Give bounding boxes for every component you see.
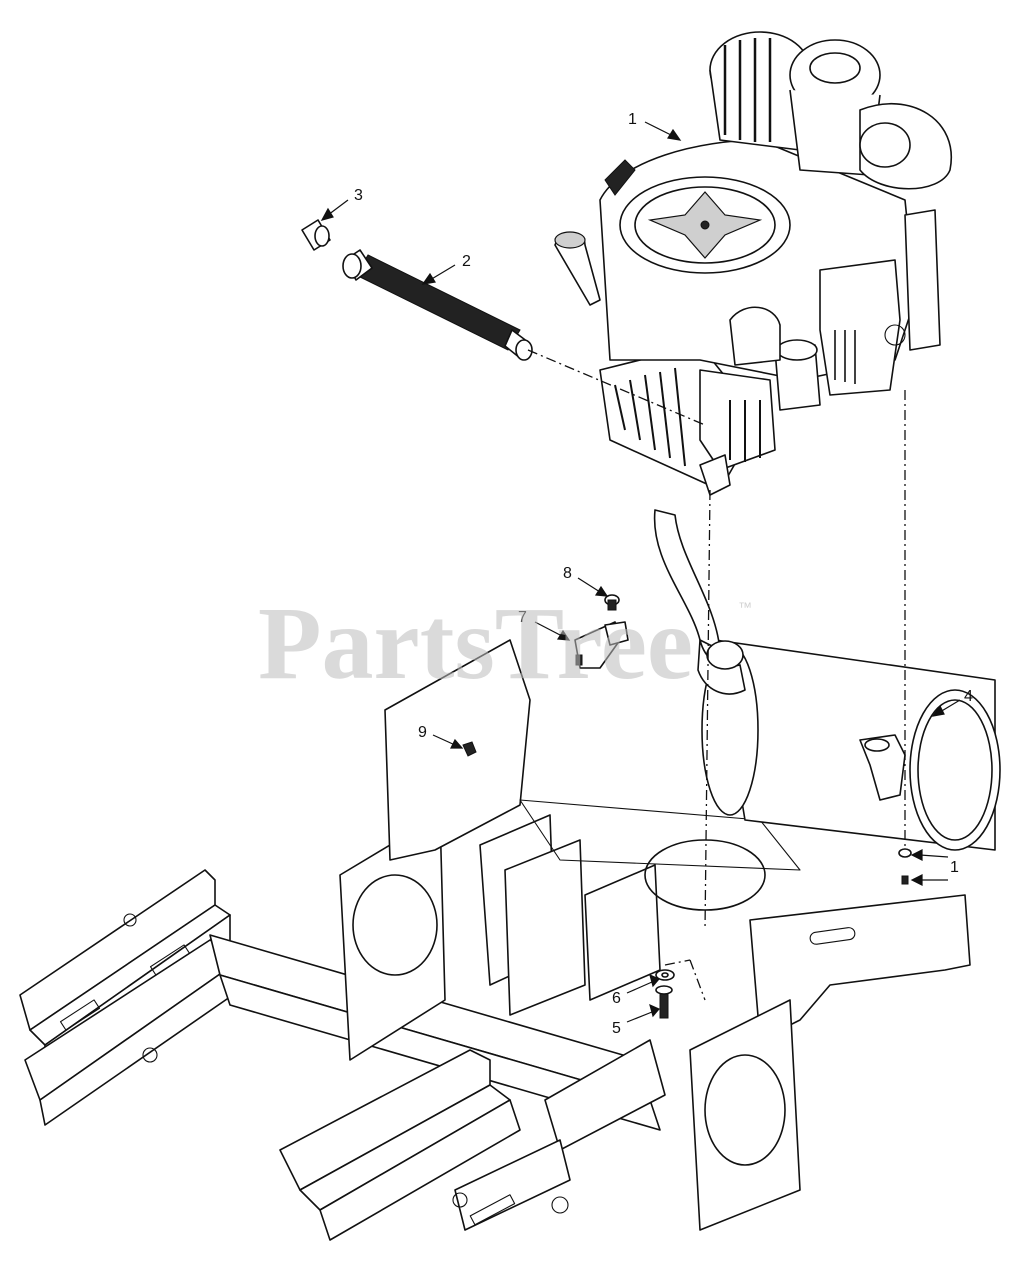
oil-drain-hose	[342, 249, 533, 361]
callout-4-muffler: 4	[964, 688, 973, 705]
engine	[554, 31, 953, 496]
muffler-nut	[898, 848, 912, 885]
callout-leaders	[320, 121, 961, 1023]
hose-cap	[301, 219, 331, 251]
watermark-trademark: ™	[738, 599, 752, 615]
assembly-lines	[527, 349, 906, 1001]
callout-1-engine: 1	[628, 111, 637, 128]
partstree-watermark: PartsTree ™	[258, 586, 752, 701]
callout-labels: 1 2 3 4 1 5 6 7 8 9	[354, 111, 973, 1037]
callout-6-washer: 6	[612, 990, 621, 1007]
bracket-screw	[604, 594, 620, 611]
callout-7-bracket: 7	[518, 609, 527, 626]
callout-9-nut: 9	[418, 724, 427, 741]
callout-3-cap: 3	[354, 187, 363, 204]
engine-bolt	[655, 985, 673, 1019]
muffler	[653, 509, 1001, 851]
callout-2-hose: 2	[462, 253, 471, 270]
callout-5-bolt: 5	[612, 1020, 621, 1037]
watermark-text: PartsTree	[258, 586, 693, 701]
washer	[655, 969, 675, 981]
chassis-frame	[19, 639, 971, 1241]
callout-8-screw: 8	[563, 565, 572, 582]
callout-1-nut: 1	[950, 859, 959, 876]
hose-bracket	[574, 621, 629, 669]
frame-nut	[462, 741, 477, 757]
